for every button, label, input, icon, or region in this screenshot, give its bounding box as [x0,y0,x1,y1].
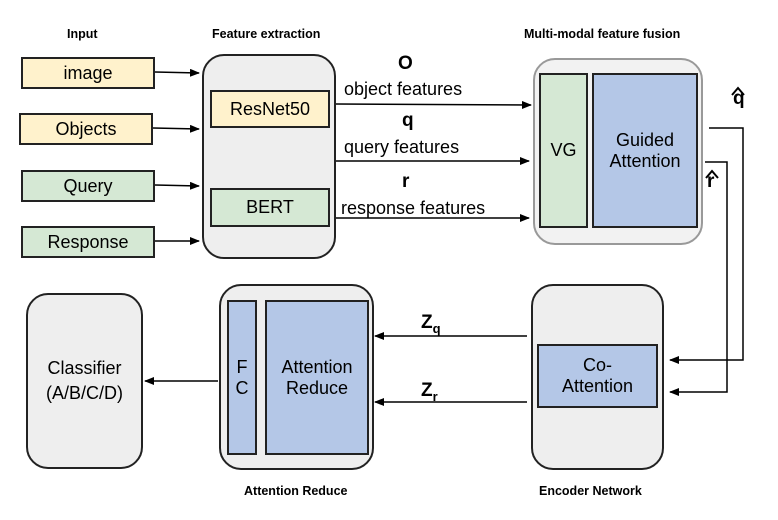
zq-sub: q [432,320,441,336]
object-features-symbol: O [398,53,413,74]
guided-attention-line2: Attention [609,150,681,171]
header-multimodal-fusion: Multi-modal feature fusion [524,27,681,41]
arrow-query-to-extraction [154,181,200,190]
header-encoder-network: Encoder Network [539,484,642,498]
input-response-box: Response [21,226,155,258]
r-hat-symbol: r [707,171,714,193]
vg-label: VG [550,140,577,160]
co-attention-line1: Co- [582,355,612,375]
classifier-line1: Classifier [47,358,122,378]
resnet50-box: ResNet50 [210,90,330,128]
bert-box: BERT [210,188,330,227]
response-features-label: response features [341,198,486,218]
classifier-panel: Classifier (A/B/C/D) [26,293,143,469]
co-attention-line2: Attention [561,376,634,396]
arrow-objects-to-extraction [152,124,200,133]
input-query-label: Query [63,175,113,196]
input-query-box: Query [21,170,155,202]
co-attention-box: Co- Attention [537,344,658,408]
r-hat-letter: r [707,171,715,192]
guided-attention-line1: Guided [615,129,675,150]
zq-main: Z [421,312,433,333]
input-image-label: image [63,62,113,83]
object-features-label: object features [344,79,463,99]
input-image-box: image [21,57,155,89]
query-features-symbol: q [402,110,414,131]
fc-line2: C [235,377,249,398]
response-features-symbol: r [402,171,410,192]
classifier-line2: (A/B/C/D) [45,383,123,403]
vg-box: VG [539,73,588,228]
header-input: Input [67,27,98,41]
query-features-label: query features [344,137,460,157]
fc-box: F C [227,300,257,455]
arrow-image-to-extraction [154,68,200,77]
guided-attention-box: Guided Attention [592,73,698,228]
r-hat-caret [705,169,719,179]
input-objects-label: Objects [55,118,117,139]
zr-main: Z [421,380,433,401]
header-attention-reduce: Attention Reduce [244,484,348,498]
input-response-label: Response [47,231,129,252]
q-hat-letter: q [733,88,745,109]
arrow-q-hat-to-co-attention [669,127,744,364]
zq-symbol: Zq [421,312,441,336]
attention-reduce-line2: Reduce [285,377,349,398]
q-hat-symbol: q [733,88,745,110]
fc-line1: F [236,356,248,377]
zr-sub: r [432,388,438,404]
attention-reduce-box: Attention Reduce [265,300,369,455]
resnet50-label: ResNet50 [229,98,311,119]
input-objects-box: Objects [19,113,153,145]
zr-symbol: Zr [421,380,438,404]
bert-label: BERT [246,197,294,217]
header-feature-extraction: Feature extraction [212,27,321,41]
arrow-r-hat-to-co-attention [669,161,728,396]
q-hat-caret [731,86,745,96]
attention-reduce-line1: Attention [281,356,353,377]
arrow-object-features [335,100,532,109]
